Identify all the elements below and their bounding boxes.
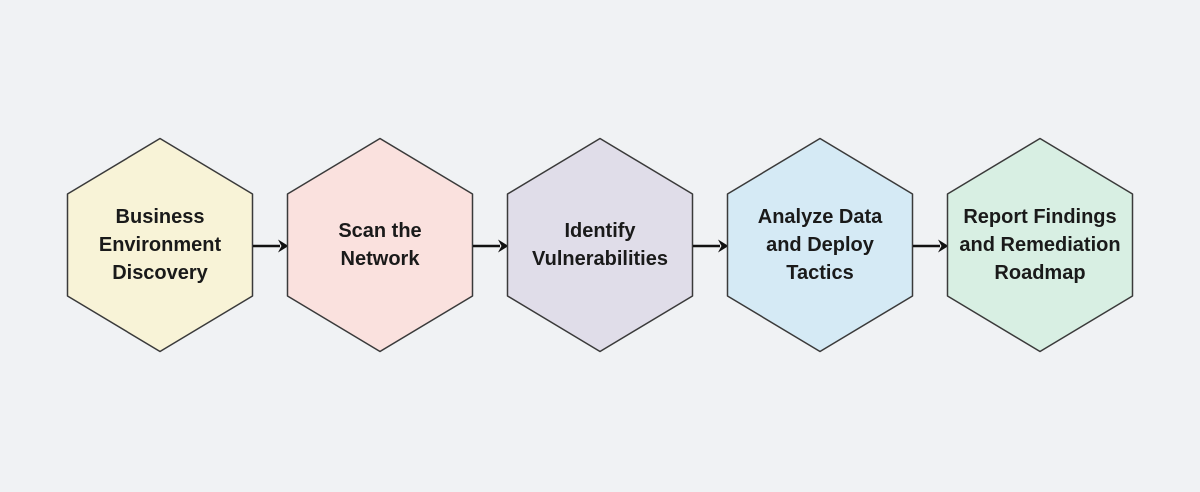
flowchart-node-report-findings-remediation-roadmap: Report Findings and Remediation Roadmap: [946, 137, 1134, 353]
hexagon-polygon: [286, 137, 474, 353]
hexagon-shape: [66, 137, 254, 353]
node-label: Report Findings and Remediation Roadmap: [959, 206, 1121, 284]
flow-arrow-icon: [693, 239, 729, 253]
hexagon-shape: [506, 137, 694, 353]
flowchart-node-business-environment-discovery: Business Environment Discovery: [66, 137, 254, 353]
flowchart-node-scan-the-network: Scan the Network: [286, 137, 474, 353]
node-label: Business Environment Discovery: [98, 206, 222, 284]
hexagon-polygon: [726, 137, 914, 353]
flow-arrow-icon: [253, 239, 289, 253]
hexagon-polygon: [66, 137, 254, 353]
hexagon-polygon: [506, 137, 694, 353]
hexagon-shape: [946, 137, 1134, 353]
flow-arrow-icon: [913, 239, 949, 253]
hexagon-shape: [726, 137, 914, 353]
node-label: Identify Vulnerabilities: [532, 220, 668, 270]
node-label: Scan the Network: [338, 220, 422, 270]
flowchart-node-identify-vulnerabilities: Identify Vulnerabilities: [506, 137, 694, 353]
hexagon-polygon: [946, 137, 1134, 353]
hexagon-shape: [286, 137, 474, 353]
flowchart-node-analyze-data-deploy-tactics: Analyze Data and Deploy Tactics: [726, 137, 914, 353]
node-label: Analyze Data and Deploy Tactics: [757, 206, 883, 284]
flow-arrow-icon: [473, 239, 509, 253]
